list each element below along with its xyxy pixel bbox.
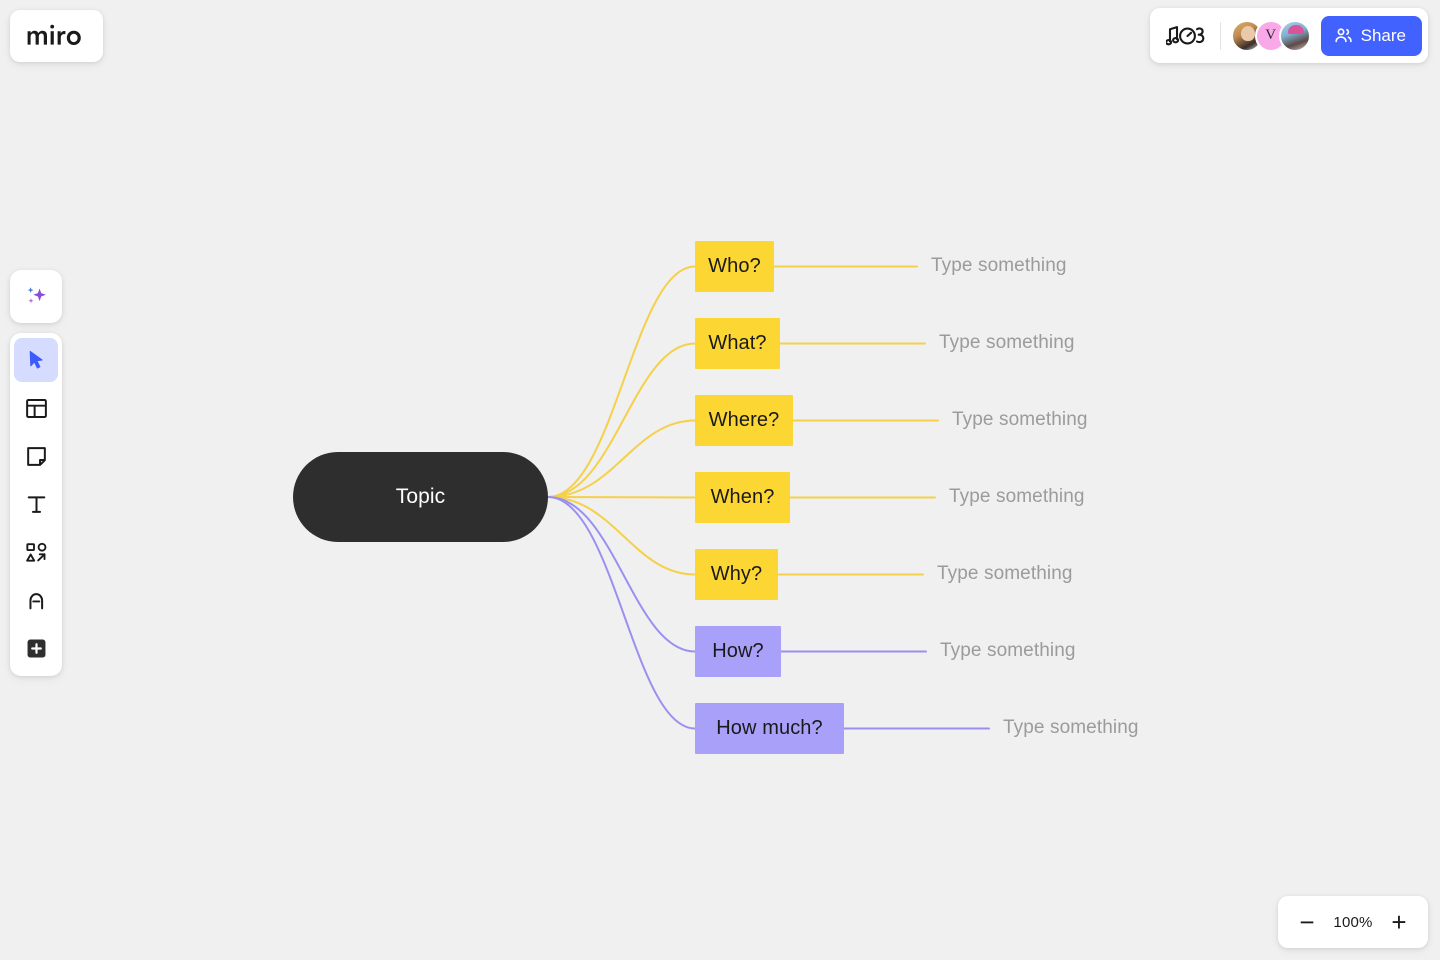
mindmap-branch-node[interactable]: Why? [695,549,778,600]
top-right-bar: V Share [1149,8,1428,63]
tool-sticky-note[interactable] [14,434,58,478]
template-icon [25,398,47,418]
zoom-out-button[interactable]: − [1299,907,1315,937]
mindmap-connector-curve [547,342,696,498]
tool-select[interactable] [14,338,58,382]
avatar[interactable] [1278,19,1311,52]
zoom-in-button[interactable]: + [1391,907,1407,937]
mindmap-root-node[interactable]: Topic [293,452,548,542]
mindmap-branch-node[interactable]: How much? [695,703,844,754]
sticky-note-icon [26,446,46,466]
people-icon [1335,28,1352,43]
mindmap-leaf-placeholder[interactable]: Type something [952,408,1088,430]
mindmap-branch-node[interactable]: Who? [695,241,774,292]
sparkle-icon [27,286,46,303]
shapes-icon [25,542,46,562]
text-icon [27,495,45,513]
tool-shapes[interactable] [14,530,58,574]
mindmap-connector-curve [547,496,696,499]
tool-text[interactable] [14,482,58,526]
mindmap-leaf-placeholder[interactable]: Type something [949,485,1085,507]
mindmap-branch-node[interactable]: What? [695,318,780,369]
music-notes-icon[interactable] [1164,21,1210,51]
topbar-divider [1219,21,1221,50]
mindmap-branch-node[interactable]: Where? [695,395,793,446]
collaborator-avatars: V [1230,19,1311,52]
mindmap-leaf-placeholder[interactable]: Type something [940,639,1076,661]
mindmap-connector-curve [547,419,696,498]
zoom-level-label[interactable]: 100% [1333,913,1373,931]
cursor-icon [29,350,43,369]
mindmap-leaf-placeholder[interactable]: Type something [931,254,1067,276]
mindmap-branch-node[interactable]: When? [695,472,790,523]
ai-tool-button[interactable] [10,270,62,323]
mindmap-branch-node[interactable]: How? [695,626,781,677]
mindmap-leaf-placeholder[interactable]: Type something [939,331,1075,353]
mindmap-connector-curve [547,496,696,730]
share-button-label: Share [1360,25,1406,45]
mindmap-connector-curve [547,265,696,498]
mindmap-connector-curve [547,496,696,576]
pen-icon [28,592,43,609]
miro-wordmark-icon [27,24,81,45]
tool-pen[interactable] [14,578,58,622]
tool-templates[interactable] [14,386,58,430]
left-toolbar [10,333,62,676]
share-button[interactable]: Share [1320,15,1422,56]
mindmap-leaf-placeholder[interactable]: Type something [1003,716,1139,738]
mindmap-connector-curve [547,496,696,653]
miro-logo[interactable] [10,10,103,62]
tool-more-apps[interactable] [14,626,58,670]
zoom-control: − 100% + [1278,896,1428,948]
mindmap-leaf-placeholder[interactable]: Type something [937,562,1073,584]
plus-square-icon [27,639,45,657]
